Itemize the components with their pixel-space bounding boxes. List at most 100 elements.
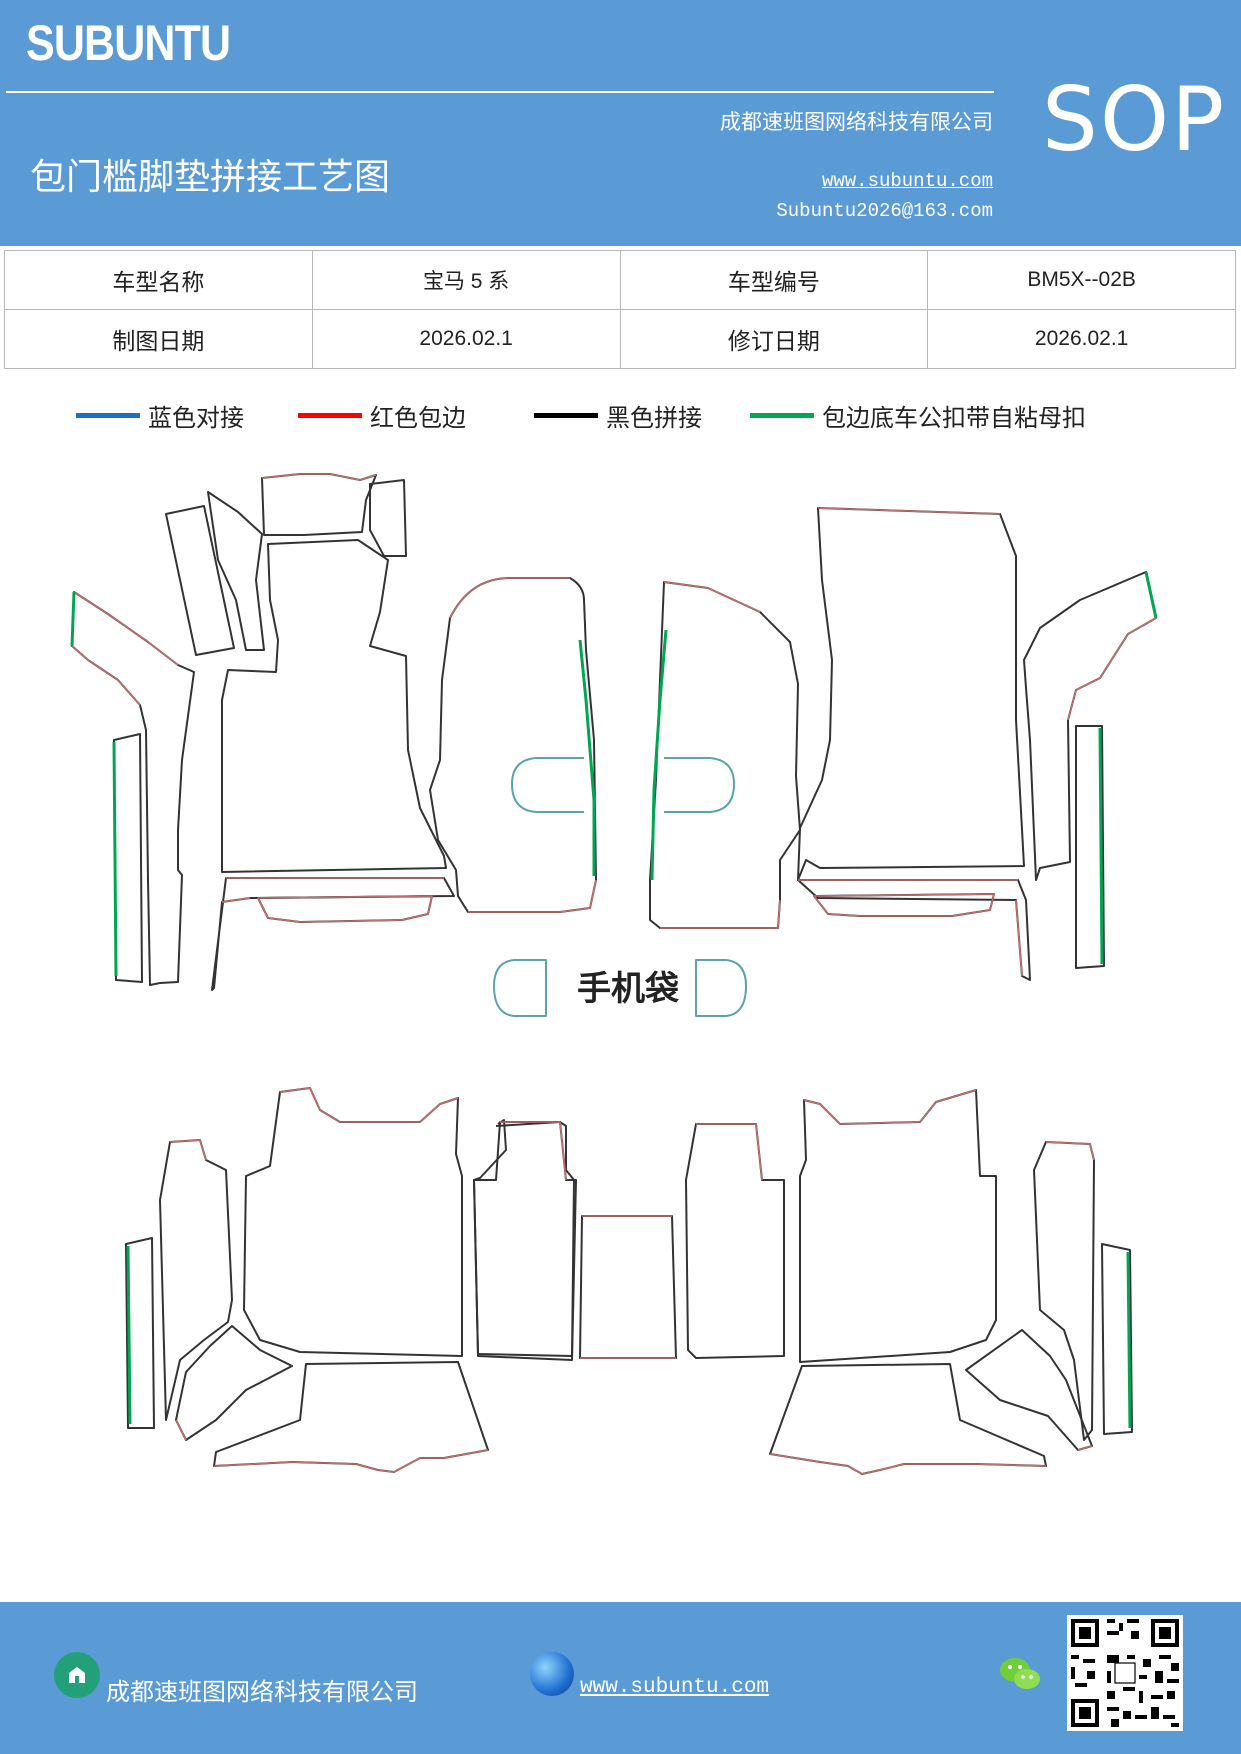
website-link[interactable]: www.subuntu.com xyxy=(821,170,993,192)
mat-splicing-diagram: 手机袋 xyxy=(70,473,1158,1475)
mat-piece xyxy=(213,1361,489,1473)
mat-piece xyxy=(175,1325,293,1441)
brand-logo: SUBUNTU xyxy=(26,15,231,71)
legend-label: 红色包边 xyxy=(370,404,466,432)
mat-edge xyxy=(813,893,995,917)
mat-piece xyxy=(473,1121,577,1361)
table-cell-label: 车型名称 xyxy=(4,250,313,310)
mat-edge xyxy=(769,1453,1047,1475)
mat-edge xyxy=(803,1089,977,1125)
mat-edge xyxy=(696,1123,763,1181)
table-cell-value: 宝马 5 系 xyxy=(311,250,621,310)
sop-label: SOP xyxy=(1042,68,1227,171)
velcro-strip xyxy=(650,629,668,881)
mat-edge xyxy=(1067,571,1157,721)
mat-edge xyxy=(257,895,433,923)
mat-edge xyxy=(1045,1141,1095,1161)
table-row: 制图日期 2026.02.1 修订日期 2026.02.1 xyxy=(4,309,1236,369)
velcro-strip xyxy=(1098,727,1104,965)
table-cell-label: 车型编号 xyxy=(619,250,929,310)
table-row: 车型名称 宝马 5 系 车型编号 BM5X--02B xyxy=(4,250,1236,310)
mat-edge xyxy=(660,581,781,929)
mat-piece xyxy=(125,1237,155,1429)
mat-piece xyxy=(579,1215,677,1359)
mat-edge xyxy=(500,1121,567,1181)
mat-edge xyxy=(798,879,1023,977)
mat-edge xyxy=(449,577,597,913)
mat-piece xyxy=(165,505,235,656)
table-cell-label: 制图日期 xyxy=(4,309,313,369)
mat-piece xyxy=(211,877,455,991)
velcro-strip xyxy=(126,1245,132,1425)
qr-code xyxy=(1067,1615,1183,1731)
velcro-strip xyxy=(112,741,118,977)
mat-piece xyxy=(369,479,407,557)
mat-edge xyxy=(175,1419,187,1441)
mat-piece xyxy=(1033,1141,1095,1441)
phone-pocket-joint xyxy=(511,757,584,813)
legend-item-black: 黑色拼接 xyxy=(534,398,702,433)
mat-piece xyxy=(1075,725,1105,969)
mat-edge xyxy=(580,1215,676,1359)
legend-item-green: 包边底车公扣带自粘母扣 xyxy=(750,398,1086,433)
footer-website-link[interactable]: www.subuntu.com xyxy=(580,1676,770,1699)
legend-item-blue: 蓝色对接 xyxy=(76,398,244,433)
table-cell-label: 修订日期 xyxy=(619,309,929,369)
mat-piece xyxy=(797,507,1025,881)
mat-piece xyxy=(257,895,433,923)
velcro-strip xyxy=(578,639,596,876)
mat-piece xyxy=(473,1119,575,1357)
legend-label: 黑色拼接 xyxy=(606,404,702,432)
velcro-strip xyxy=(70,591,76,647)
legend-item-red: 红色包边 xyxy=(298,398,466,433)
mat-piece xyxy=(71,591,195,986)
mat-piece xyxy=(113,733,143,983)
mat-edge xyxy=(1077,1445,1093,1451)
legend-swatch xyxy=(534,413,598,418)
phone-bag-label: 手机袋 xyxy=(577,969,679,1009)
mat-piece xyxy=(221,539,447,873)
mat-piece xyxy=(159,1139,233,1421)
legend-label: 蓝色对接 xyxy=(148,404,244,432)
mat-piece xyxy=(207,491,265,651)
legend-swatch xyxy=(76,413,140,418)
company-name: 成都速班图网络科技有限公司 xyxy=(720,110,993,134)
mat-piece xyxy=(261,473,377,536)
mat-edge xyxy=(213,1449,489,1473)
legend-swatch xyxy=(298,413,362,418)
mat-piece xyxy=(243,1087,463,1357)
wechat-icon[interactable] xyxy=(996,1652,1044,1696)
mat-edge xyxy=(817,507,1001,515)
mat-edge xyxy=(169,1139,207,1161)
globe-icon xyxy=(530,1652,574,1696)
phone-bag-right xyxy=(695,959,747,1017)
velcro-strip xyxy=(1144,571,1158,619)
mat-piece xyxy=(799,1089,997,1363)
legend-swatch xyxy=(750,413,814,418)
mat-piece xyxy=(649,581,801,929)
velcro-strip xyxy=(1126,1251,1132,1429)
building-icon xyxy=(54,1652,100,1698)
legend: 蓝色对接 红色包边 黑色拼接 包边底车公扣带自粘母扣 xyxy=(0,398,1241,438)
header: SUBUNTU 成都速班图网络科技有限公司 包门槛脚垫拼接工艺图 www.sub… xyxy=(0,0,1241,246)
mat-edge xyxy=(221,877,444,903)
mat-edge xyxy=(279,1087,459,1123)
mat-edge xyxy=(261,473,377,481)
mat-piece xyxy=(1101,1243,1133,1435)
footer: 成都速班图网络科技有限公司 www.subuntu.com xyxy=(0,1602,1241,1754)
legend-label: 包边底车公扣带自粘母扣 xyxy=(822,404,1086,432)
phone-pocket-joint xyxy=(664,757,735,813)
mat-piece xyxy=(797,879,1031,981)
mat-edge xyxy=(71,591,179,706)
mat-piece xyxy=(429,577,597,913)
info-table: 车型名称 宝马 5 系 车型编号 BM5X--02B 制图日期 2026.02.… xyxy=(4,250,1236,369)
mat-piece xyxy=(769,1363,1047,1475)
table-cell-value: 2026.02.1 xyxy=(927,309,1236,369)
page-title: 包门槛脚垫拼接工艺图 xyxy=(30,157,391,198)
phone-bag-left xyxy=(493,959,547,1017)
header-divider xyxy=(6,91,994,93)
table-cell-value: BM5X--02B xyxy=(927,250,1236,310)
mat-piece xyxy=(965,1329,1093,1451)
table-cell-value: 2026.02.1 xyxy=(311,309,621,369)
footer-company-name: 成都速班图网络科技有限公司 xyxy=(106,1678,418,1706)
